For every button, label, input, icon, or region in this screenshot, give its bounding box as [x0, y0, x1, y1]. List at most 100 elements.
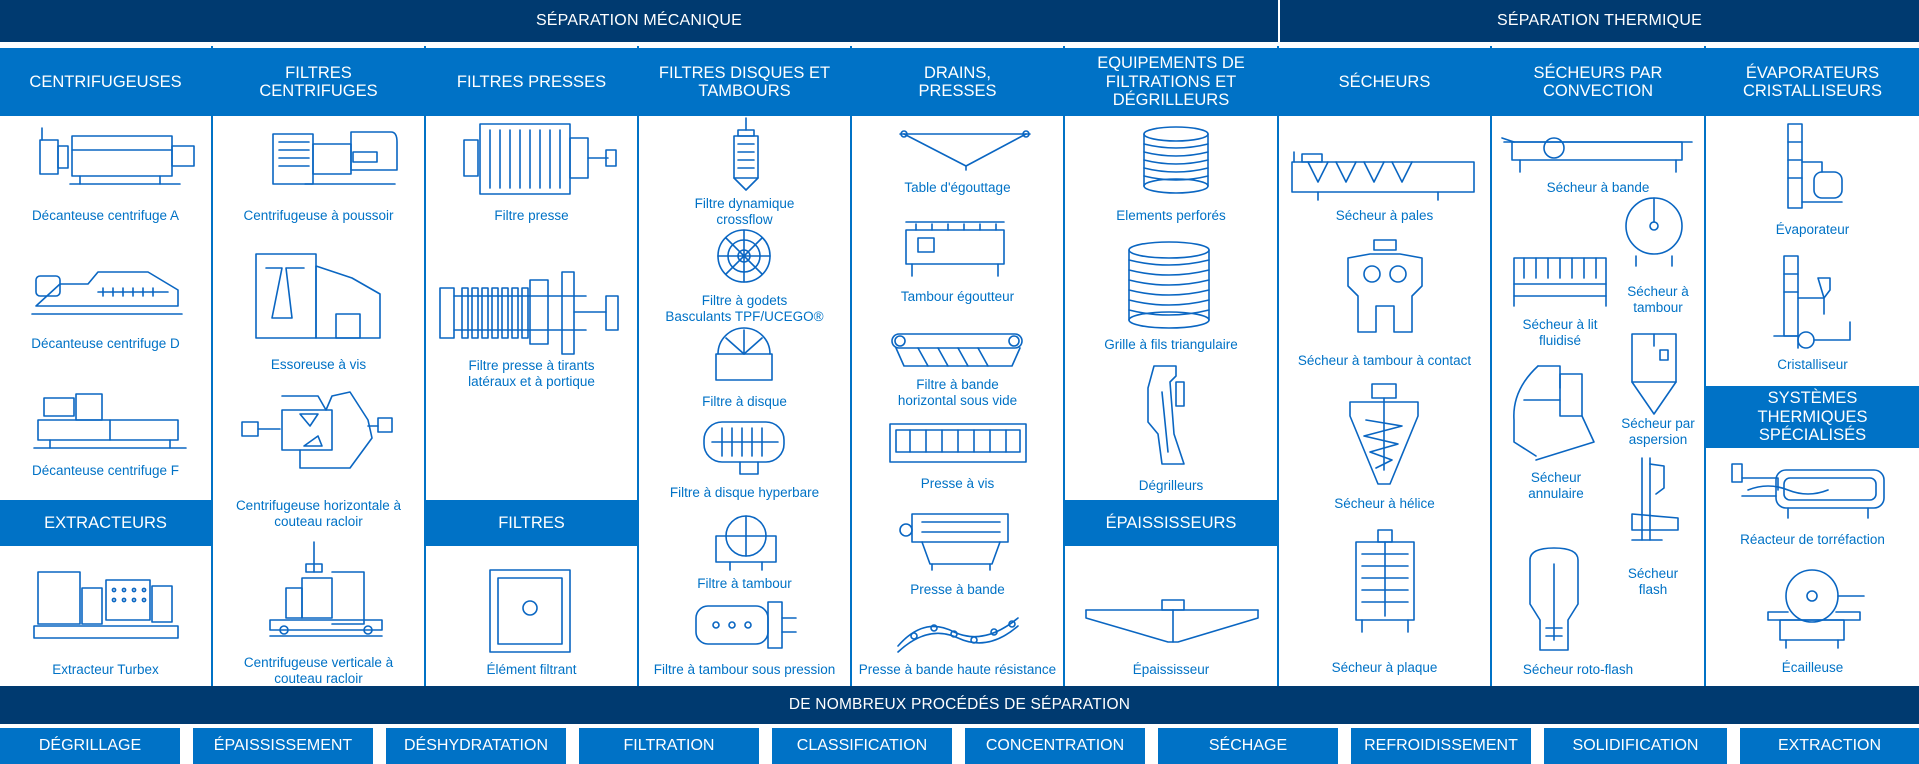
label-secheur-plaque: Sécheur à plaque: [1331, 660, 1438, 675]
process-label: EXTRACTION: [1777, 737, 1882, 754]
wedge-wire-screen-icon: [1128, 241, 1210, 329]
column-divider: [1277, 46, 1279, 686]
label-filtre-bande-vide: Filtre à bande horizontal sous vide: [897, 377, 1018, 408]
rotary-drum-dryer-icon: [1625, 197, 1683, 267]
process-label: ÉPAISSISSEMENT: [213, 737, 353, 754]
process-degrillage: DÉGRILLAGE: [0, 728, 180, 764]
label-extracteur-turbex: Extracteur Turbex: [52, 662, 159, 677]
header-filtres-disques: FILTRES DISQUES ET TAMBOURS: [639, 48, 850, 116]
header-centrifugeuses: CENTRIFUGEUSES: [0, 48, 211, 116]
label-tambour-egoutteur: Tambour égoutteur: [900, 289, 1015, 304]
header-secheurs-convection: SÉCHEURS PAR CONVECTION: [1492, 48, 1704, 116]
band-label: SÉPARATION THERMIQUE: [1497, 12, 1702, 29]
band-label: SÉPARATION MÉCANIQUE: [535, 12, 743, 29]
header-label: SÉCHEURS PAR CONVECTION: [1533, 63, 1663, 101]
header-evaporateurs: ÉVAPORATEURS CRISTALLISEURS: [1706, 48, 1919, 116]
label-secheur-helice: Sécheur à hélice: [1334, 496, 1435, 511]
process-refroidissement: REFROIDISSEMENT: [1351, 728, 1531, 764]
label-element-filtrant: Élément filtrant: [486, 662, 577, 677]
label-filtre-presse: Filtre presse: [494, 208, 569, 223]
header-label: FILTRES PRESSES: [456, 72, 607, 91]
column-divider: [1704, 46, 1706, 686]
flaker-icon: [1767, 569, 1865, 649]
header-label: SYSTÈMES THERMIQUES SPÉCIALISÉS: [1757, 389, 1868, 445]
band-separation-mecanique: SÉPARATION MÉCANIQUE: [0, 0, 1278, 42]
dynamic-crossflow-filter-icon: [733, 117, 759, 191]
pusher-centrifuge-icon: [272, 131, 398, 185]
vertical-peeler-centrifuge-icon: [269, 541, 383, 637]
label-evaporateur: Évaporateur: [1775, 222, 1850, 237]
high-pressure-belt-press-icon: [897, 617, 1019, 653]
label-presse-vis: Presse à vis: [920, 476, 995, 491]
header-secheurs: SÉCHEURS: [1279, 48, 1490, 116]
header-label: CENTRIFUGEUSES: [29, 72, 182, 91]
header-label: FILTRES DISQUES ET TAMBOURS: [658, 63, 831, 101]
torrefaction-reactor-icon: [1731, 463, 1885, 519]
roto-flash-dryer-icon: [1529, 547, 1579, 651]
label-grille-fils: Grille à fils triangulaire: [1104, 337, 1238, 352]
decanter-centrifuge-d-icon: [31, 271, 183, 315]
crystallizer-icon: [1773, 255, 1851, 349]
label-filtre-disque-hyperbare: Filtre à disque hyperbare: [669, 485, 820, 500]
label-ecailleuse: Écailleuse: [1781, 660, 1844, 675]
process-solidification: SOLIDIFICATION: [1544, 728, 1727, 764]
tilting-pan-filter-icon: [717, 229, 771, 283]
label-decanteuse-d: Décanteuse centrifuge D: [31, 336, 180, 351]
header-label: SÉCHEURS: [1338, 72, 1431, 91]
process-label: SOLIDIFICATION: [1572, 737, 1699, 754]
process-label: FILTRATION: [623, 737, 715, 754]
plate-dryer-icon: [1355, 529, 1415, 633]
flash-dryer-icon: [1631, 457, 1679, 541]
label-reacteur-torrefaction: Réacteur de torréfaction: [1740, 532, 1885, 547]
process-extraction: EXTRACTION: [1740, 728, 1919, 764]
label-filtre-dynamique: Filtre dynamique crossflow: [694, 196, 795, 227]
band-separation-thermique: SÉPARATION THERMIQUE: [1280, 0, 1919, 42]
paddle-dryer-icon: [1291, 151, 1475, 201]
label-secheur-bande: Sécheur à bande: [1546, 180, 1650, 195]
filter-press-icon: [463, 123, 617, 195]
label-secheur-roto-flash: Sécheur roto-flash: [1522, 662, 1634, 677]
label-secheur-flash: Sécheur flash: [1627, 566, 1679, 597]
label-elements-perfores: Elements perforés: [1116, 208, 1226, 223]
process-label: DÉGRILLAGE: [38, 737, 142, 754]
label-filtre-tambour-pression: Filtre à tambour sous pression: [653, 662, 836, 677]
header-filtres-centrifuges: FILTRES CENTRIFUGES: [213, 48, 424, 116]
band-label: DE NOMBREUX PROCÉDÉS DE SÉPARATION: [788, 696, 1131, 713]
screw-dryer-icon: [255, 253, 381, 339]
column-divider: [211, 46, 213, 686]
label-centrifugeuse-poussoir: Centrifugeuse à poussoir: [243, 208, 394, 223]
label-decanteuse-a: Décanteuse centrifuge A: [31, 208, 180, 223]
label-centrifugeuse-horizontale: Centrifugeuse horizontale à couteau racl…: [235, 498, 402, 529]
process-concentration: CONCENTRATION: [965, 728, 1145, 764]
column-divider: [637, 46, 639, 686]
thickener-icon: [1085, 599, 1259, 643]
label-presse-bande: Presse à bande: [910, 582, 1005, 597]
label-presse-bande-haute: Presse à bande haute résistance: [858, 662, 1057, 677]
hyperbaric-disc-filter-icon: [703, 421, 785, 475]
perforated-elements-icon: [1143, 126, 1209, 194]
pressure-drum-filter-icon: [695, 601, 797, 649]
sidebar-filter-press-icon: [439, 271, 619, 355]
label-cristalliseur: Cristalliseur: [1777, 357, 1848, 372]
label-secheur-lit-fluidise: Sécheur à lit fluidisé: [1522, 317, 1598, 348]
fluid-bed-dryer-icon: [1513, 257, 1607, 307]
header-label: FILTRES: [498, 513, 565, 532]
header-label: ÉPAISSISSEURS: [1105, 513, 1237, 532]
process-label: CLASSIFICATION: [796, 737, 928, 754]
horizontal-peeler-centrifuge-icon: [241, 391, 393, 469]
spray-dryer-icon: [1631, 333, 1677, 415]
header-drains-presses: DRAINS, PRESSES: [852, 48, 1063, 116]
column-divider: [1490, 46, 1492, 686]
column-divider: [1063, 46, 1065, 686]
process-label: REFROIDISSEMENT: [1364, 737, 1518, 754]
ring-dryer-icon: [1513, 365, 1595, 461]
label-secheur-annulaire: Sécheur annulaire: [1528, 470, 1584, 501]
belt-dryer-icon: [1501, 137, 1693, 173]
decanter-centrifuge-f-icon: [33, 393, 187, 449]
header-filtres: FILTRES: [426, 500, 637, 546]
label-epaississeur: Épaississeur: [1132, 662, 1210, 677]
process-filtration: FILTRATION: [579, 728, 759, 764]
process-sechage: SÉCHAGE: [1158, 728, 1338, 764]
process-label: CONCENTRATION: [985, 737, 1125, 754]
gravity-table-icon: [899, 130, 1031, 171]
